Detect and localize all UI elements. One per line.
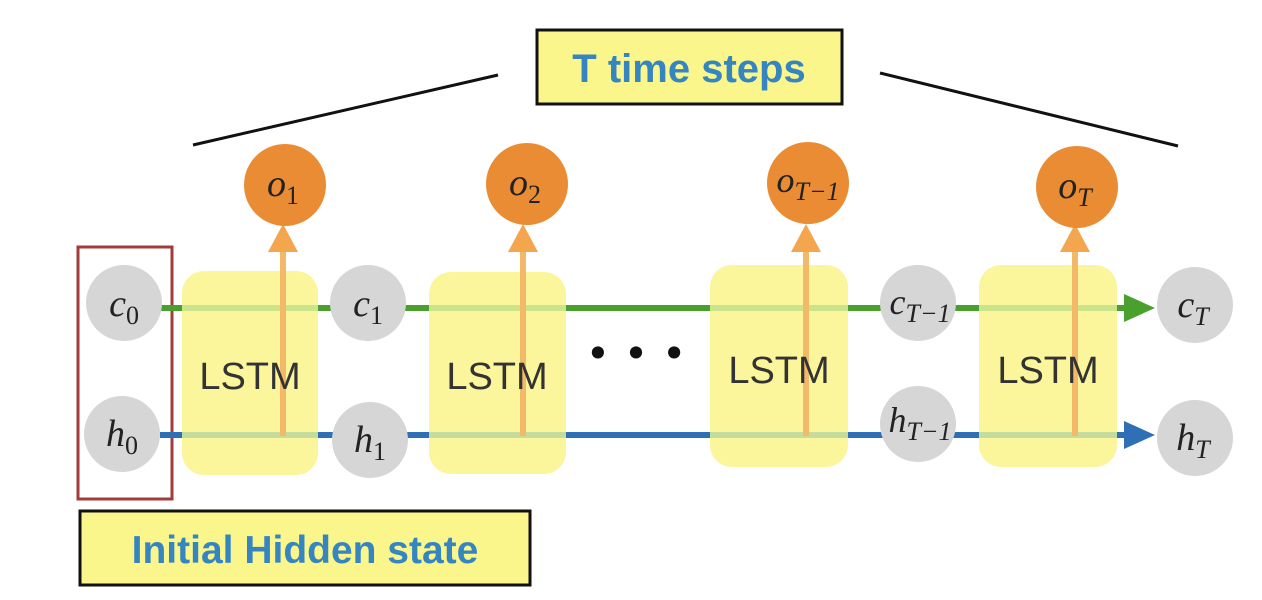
output-t-1-base: o bbox=[776, 160, 794, 200]
output-t-1-sub: T−1 bbox=[794, 177, 839, 206]
cell-state-node-t: cT bbox=[1157, 267, 1233, 343]
output-node-2: o2 bbox=[486, 143, 568, 225]
hidden-state-0-base: h bbox=[106, 413, 125, 455]
svg-text:hT−1: hT−1 bbox=[888, 400, 951, 446]
cell-state-t-base: c bbox=[1177, 284, 1194, 326]
hidden-state-node-1: h1 bbox=[332, 402, 408, 478]
lstm-cell-4 bbox=[979, 265, 1117, 467]
hidden-state-t-base: h bbox=[1176, 417, 1195, 459]
svg-text:cT−1: cT−1 bbox=[890, 282, 951, 328]
hidden-state-arrowhead bbox=[1124, 421, 1155, 449]
output-node-t: oT bbox=[1036, 146, 1118, 228]
output-t-sub: T bbox=[1077, 183, 1093, 212]
cell-state-1-base: c bbox=[353, 283, 370, 325]
svg-text:h0: h0 bbox=[106, 413, 138, 460]
initial-state-frame bbox=[76, 245, 174, 501]
hidden-state-line bbox=[160, 421, 1155, 449]
output-node-1: o1 bbox=[244, 144, 326, 226]
header-label: T time steps bbox=[535, 28, 844, 106]
svg-text:hT: hT bbox=[1176, 417, 1211, 464]
lstm-label-2: LSTM bbox=[446, 356, 547, 398]
hidden-state-1-base: h bbox=[354, 419, 373, 461]
svg-text:o2: o2 bbox=[509, 162, 541, 209]
svg-text:cT: cT bbox=[1177, 284, 1210, 331]
footer-label: Initial Hidden state bbox=[78, 509, 532, 587]
cell-state-arrowhead bbox=[1124, 294, 1155, 322]
hidden-state-1-sub: 1 bbox=[373, 437, 386, 466]
footer-label-text: Initial Hidden state bbox=[132, 529, 479, 572]
output-arrow-3 bbox=[791, 224, 821, 436]
output-arrow-4 bbox=[1060, 224, 1090, 436]
cell-state-node-t-1: cT−1 bbox=[880, 265, 956, 341]
svg-text:c0: c0 bbox=[109, 283, 139, 330]
lstm-cell-3 bbox=[710, 265, 848, 467]
hidden-state-node-0: h0 bbox=[84, 396, 160, 472]
output-t-base: o bbox=[1058, 165, 1077, 207]
hidden-state-node-t-1: hT−1 bbox=[880, 386, 956, 462]
cell-state-node-0: c0 bbox=[86, 265, 162, 341]
lstm-cell-2 bbox=[429, 272, 566, 474]
header-label-text: T time steps bbox=[572, 47, 805, 91]
cell-state-1-sub: 1 bbox=[370, 301, 383, 330]
cell-state-t-sub: T bbox=[1194, 302, 1210, 331]
cell-state-line bbox=[160, 294, 1155, 322]
cell-state-0-base: c bbox=[109, 283, 126, 325]
hidden-state-node-t: hT bbox=[1157, 400, 1233, 476]
output-1-sub: 1 bbox=[286, 181, 299, 210]
hidden-state-0-sub: 0 bbox=[125, 431, 138, 460]
lstm-label-1: LSTM bbox=[199, 356, 300, 398]
svg-text:o1: o1 bbox=[267, 163, 299, 210]
svg-text:c1: c1 bbox=[353, 283, 383, 330]
cell-state-0-sub: 0 bbox=[126, 301, 139, 330]
output-node-t-1: oT−1 bbox=[767, 142, 849, 224]
hidden-state-t-1-base: h bbox=[888, 400, 906, 440]
ellipsis: • • • bbox=[585, 329, 686, 378]
cell-state-t-1-sub: T−1 bbox=[905, 299, 950, 328]
output-arrow-1 bbox=[268, 224, 298, 436]
hidden-state-t-1-sub: T−1 bbox=[906, 417, 951, 446]
output-1-base: o bbox=[267, 163, 286, 205]
svg-text:oT−1: oT−1 bbox=[776, 160, 839, 206]
output-arrow-2 bbox=[508, 224, 538, 436]
lstm-label-3: LSTM bbox=[728, 350, 829, 392]
output-2-sub: 2 bbox=[528, 180, 541, 209]
cell-state-t-1-base: c bbox=[890, 282, 906, 322]
header-bracket-right bbox=[879, 71, 1179, 148]
svg-text:oT: oT bbox=[1058, 165, 1093, 212]
hidden-state-t-sub: T bbox=[1195, 435, 1211, 464]
svg-text:h1: h1 bbox=[354, 419, 386, 466]
lstm-label-4: LSTM bbox=[997, 350, 1098, 392]
cell-state-node-1: c1 bbox=[330, 265, 406, 341]
output-2-base: o bbox=[509, 162, 528, 204]
header-bracket-left bbox=[192, 73, 499, 147]
